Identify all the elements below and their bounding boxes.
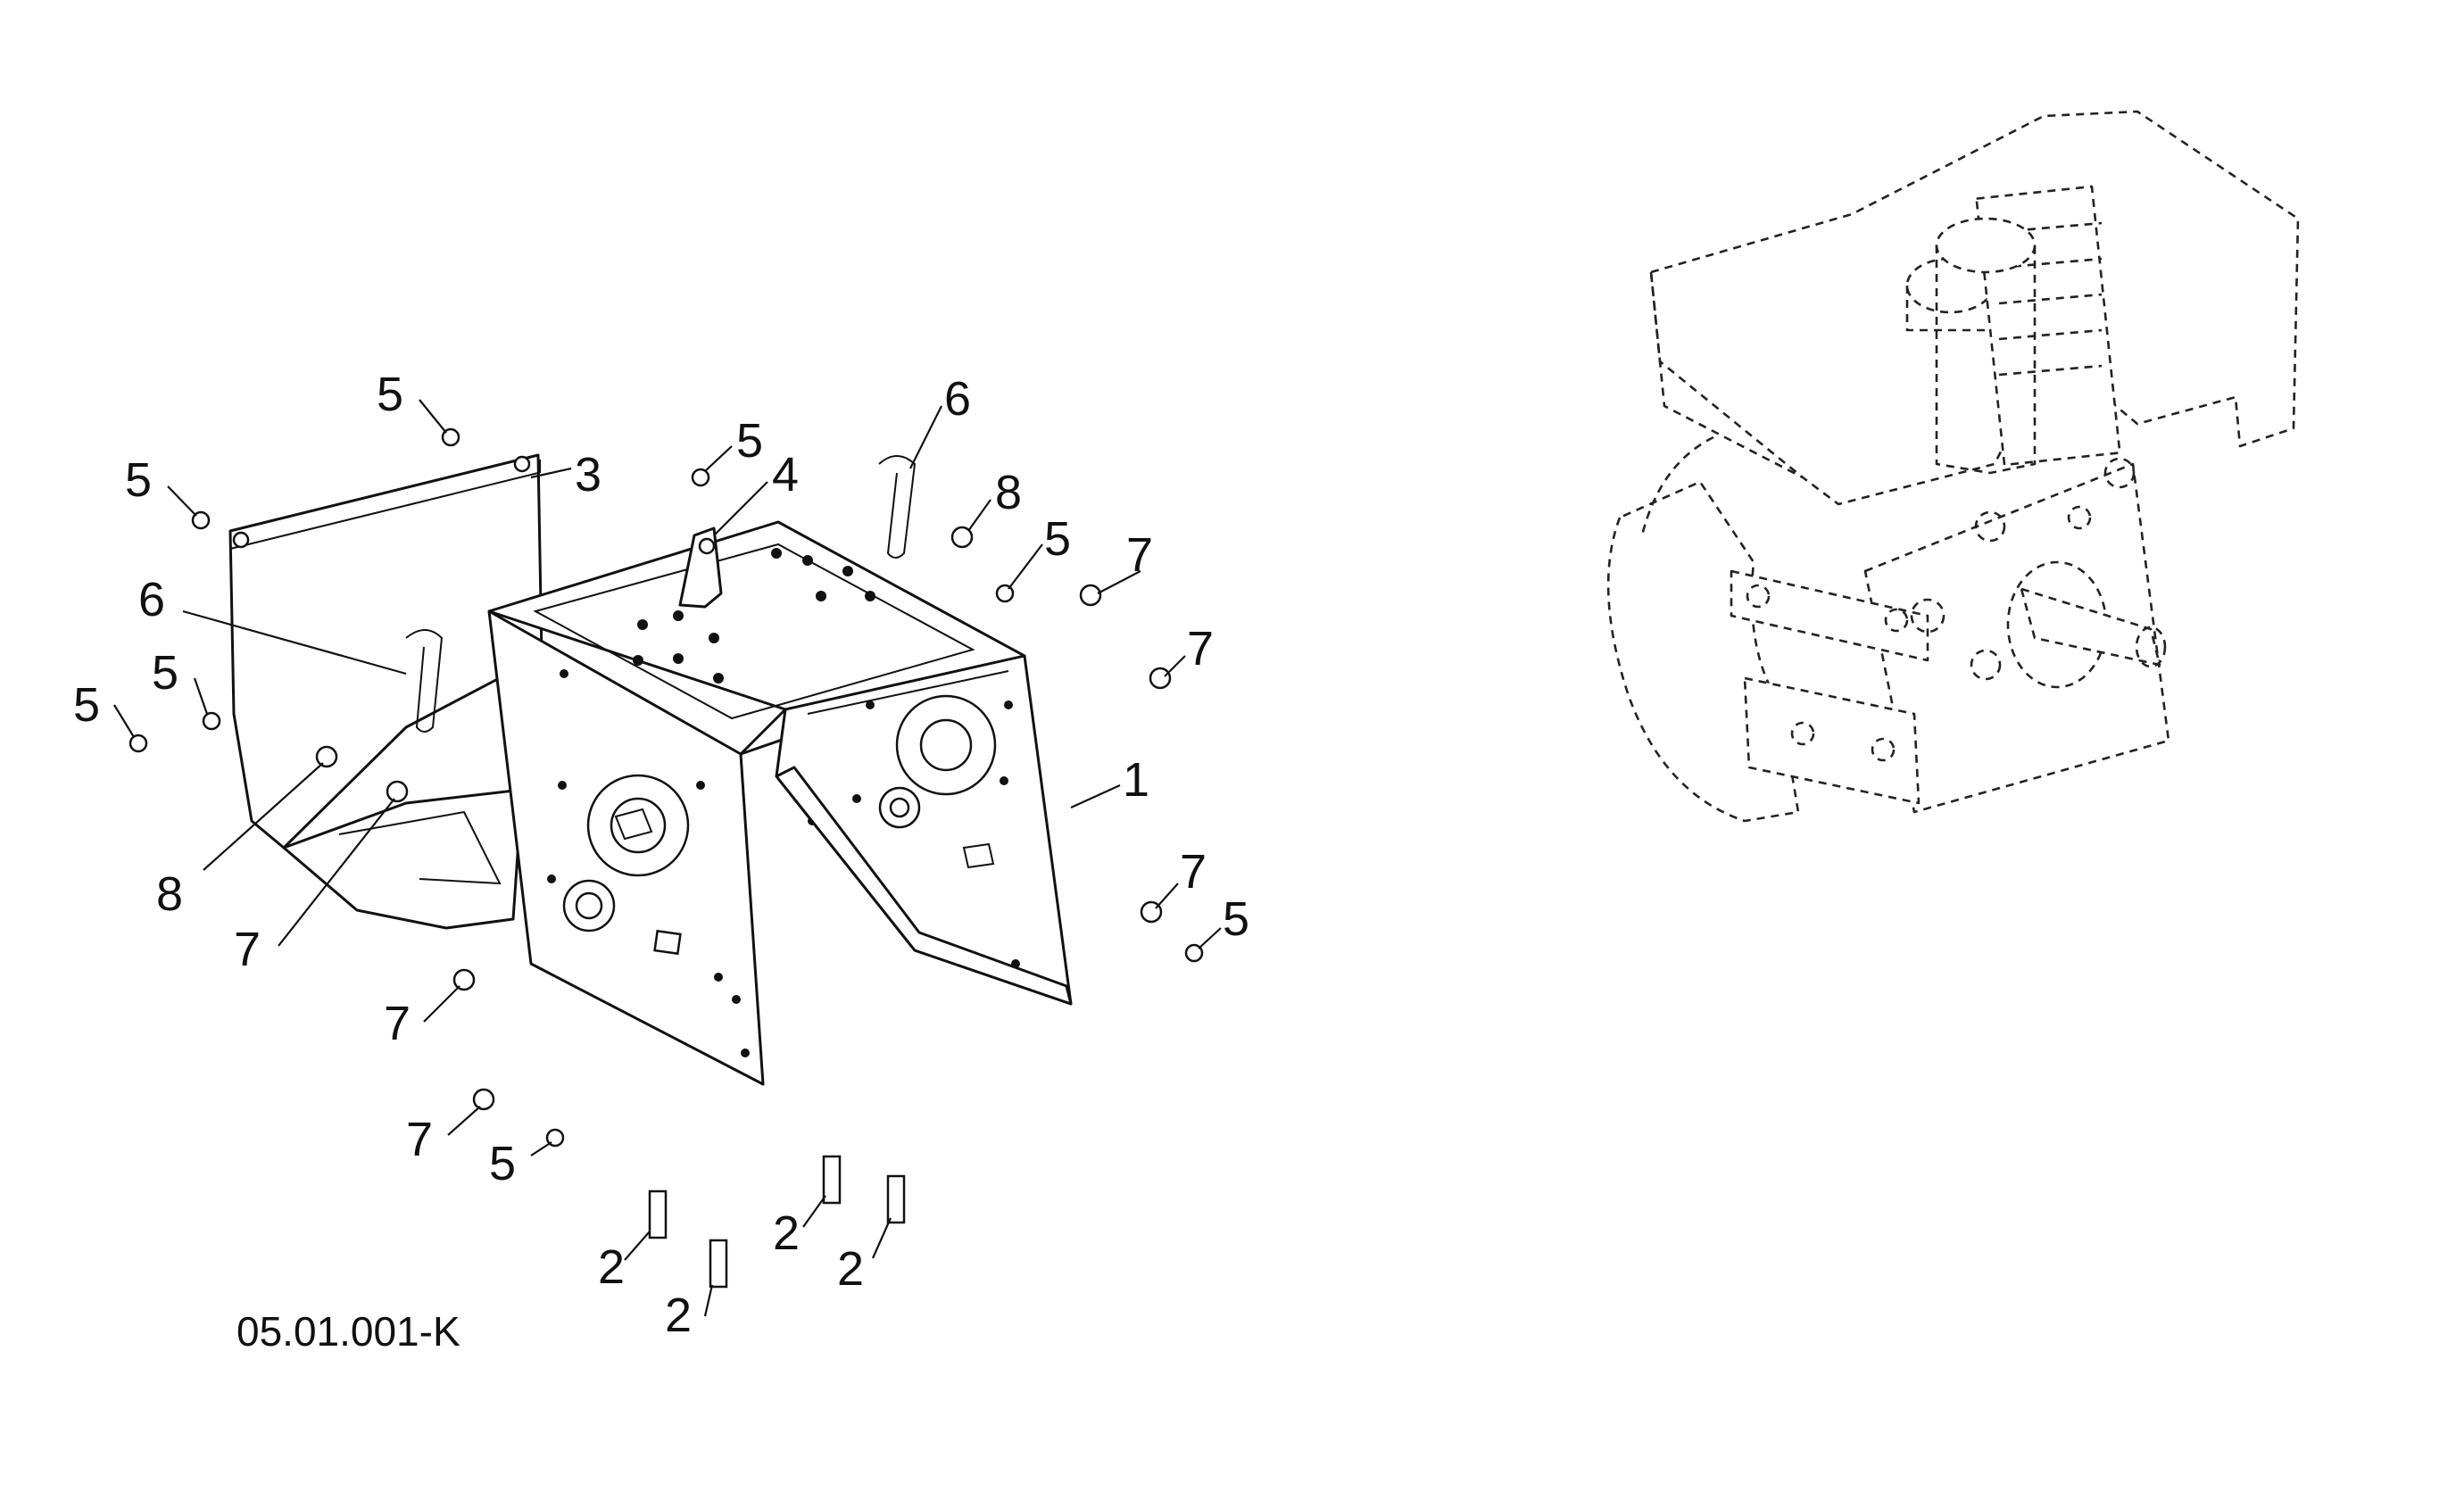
part-3-rear-cover [228,453,543,930]
callout-5: 5 [152,646,178,700]
diagram-code: 05.01.001-K [236,1308,460,1355]
callout-5: 5 [1223,892,1249,946]
callout-2: 2 [598,1240,625,1294]
callout-6: 6 [944,372,971,426]
callout-7: 7 [406,1113,433,1166]
callout-6: 6 [138,573,165,626]
callout-labels: 1 2 2 2 2 3 4 5 5 5 5 5 5 5 5 6 6 7 7 7 … [73,368,1249,1342]
callout-7: 7 [234,923,261,976]
callout-1: 1 [1123,753,1149,807]
callout-3: 3 [575,448,601,501]
callout-7: 7 [1187,622,1214,676]
callout-7: 7 [1180,845,1207,899]
part-6-hairpin-clips [405,455,917,733]
callout-5: 5 [736,414,763,468]
callout-2: 2 [837,1242,864,1296]
callout-7: 7 [384,997,411,1050]
callout-2: 2 [665,1289,692,1342]
part-4-bracket [678,526,723,609]
callout-4: 4 [772,448,799,501]
part-1-main-frame [487,520,1073,1086]
callout-8: 8 [995,466,1022,519]
callout-2: 2 [773,1206,800,1260]
callout-5: 5 [377,368,403,421]
callout-5: 5 [73,678,100,732]
engine-reference-outline [1606,110,2300,823]
frame-assembly: 1 2 2 2 2 3 4 5 5 5 5 5 5 5 5 6 6 7 7 7 … [73,368,1249,1355]
callout-5: 5 [125,453,152,507]
fasteners [129,427,1204,1289]
callout-8: 8 [156,867,183,921]
callout-5: 5 [489,1137,516,1190]
callout-7: 7 [1126,528,1153,582]
callout-5: 5 [1044,512,1071,566]
leader-lines [113,399,1222,1317]
